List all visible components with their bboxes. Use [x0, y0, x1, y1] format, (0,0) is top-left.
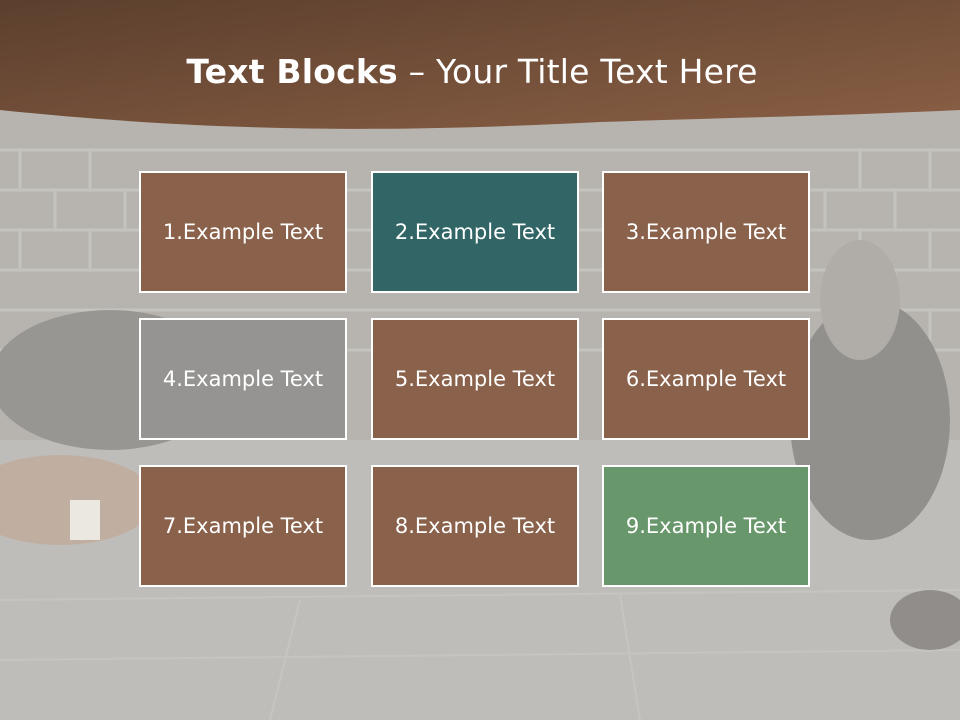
text-block-label: 7.Example Text [162, 514, 324, 538]
text-block-label: 3.Example Text [625, 220, 787, 244]
text-block-8: 8.Example Text [371, 465, 579, 587]
text-block-1: 1.Example Text [139, 171, 347, 293]
text-block-label: 9.Example Text [625, 514, 787, 538]
text-block-label: 8.Example Text [394, 514, 556, 538]
text-block-5: 5.Example Text [371, 318, 579, 440]
slide-title: Text Blocks – Your Title Text Here [0, 52, 944, 91]
text-block-label: 5.Example Text [394, 367, 556, 391]
text-block-9: 9.Example Text [602, 465, 810, 587]
text-block-6: 6.Example Text [602, 318, 810, 440]
text-block-label: 6.Example Text [625, 367, 787, 391]
title-bold: Text Blocks [186, 52, 398, 91]
text-block-label: 4.Example Text [162, 367, 324, 391]
text-block-label: 1.Example Text [162, 220, 324, 244]
title-dash: – [397, 52, 436, 91]
text-block-4: 4.Example Text [139, 318, 347, 440]
title-rest: Your Title Text Here [435, 52, 758, 91]
text-block-3: 3.Example Text [602, 171, 810, 293]
title-banner [0, 0, 960, 129]
text-block-label: 2.Example Text [394, 220, 556, 244]
text-block-2: 2.Example Text [371, 171, 579, 293]
text-block-7: 7.Example Text [139, 465, 347, 587]
